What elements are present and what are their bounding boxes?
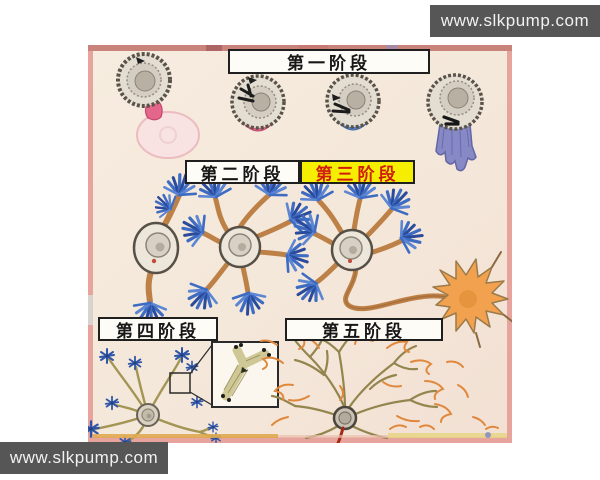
cell-2: [230, 74, 286, 132]
stage2-multipolar-neuron: [175, 168, 319, 318]
watermark-top: www.slkpump.com: [430, 5, 600, 37]
stage1-cells: [116, 52, 484, 172]
stage-3-label-highlighted: 第三阶段: [300, 160, 415, 184]
cell-4: [426, 73, 484, 172]
magnifier-inset: [169, 341, 279, 408]
inset-tip-dots: [221, 343, 271, 402]
cell-1: [116, 52, 200, 159]
stage-1-label: 第一阶段: [228, 49, 430, 74]
stage-5-label: 第五阶段: [285, 318, 443, 341]
stage-4-label: 第四阶段: [98, 317, 218, 341]
cell-3: [325, 73, 381, 131]
photo-artifacts: [88, 45, 507, 438]
arbor-orange-branches: [260, 330, 499, 430]
hand-drawn-neuron-diagram: [88, 45, 512, 443]
stage-2-label: 第二阶段: [185, 160, 300, 184]
watermark-bottom: www.slkpump.com: [0, 442, 168, 474]
stage4-neuron: [88, 341, 279, 443]
stage2-bipolar-neuron: [130, 169, 201, 327]
growth-cone: [432, 251, 512, 348]
neuron-development-figure: 第一阶段 第二阶段 第三阶段 第四阶段 第五阶段: [88, 45, 512, 443]
stage3-axon-neuron: [287, 173, 512, 348]
